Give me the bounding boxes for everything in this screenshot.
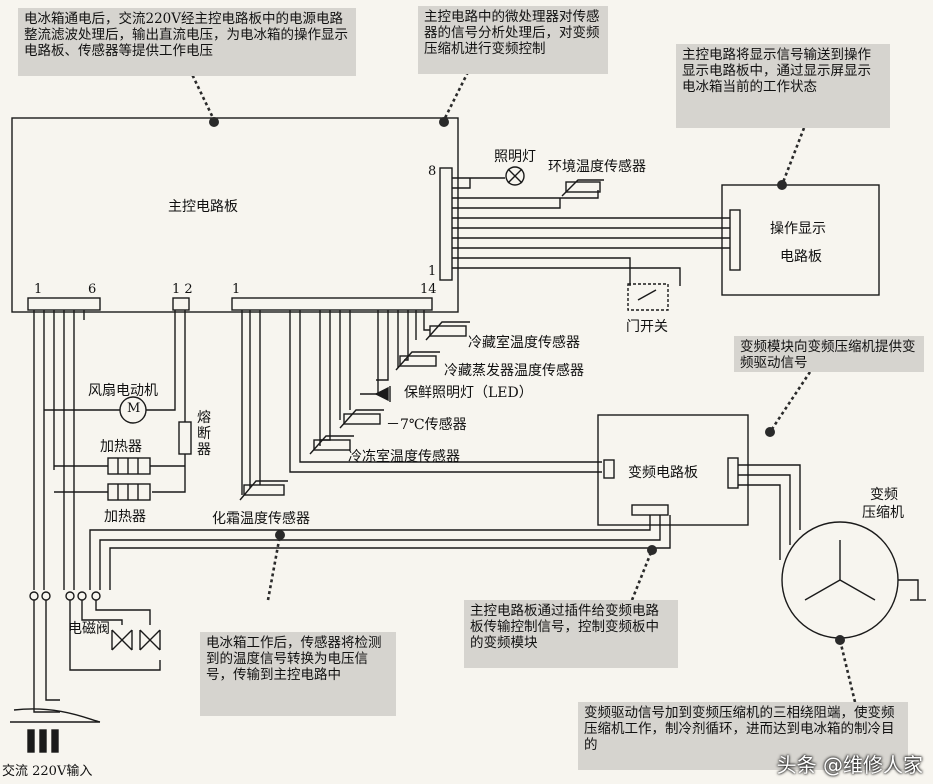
fuse-label: 熔断器 xyxy=(197,410,211,458)
pin-14: 14 xyxy=(420,282,437,297)
freezer-sensor-label: 冷冻室温度传感器 xyxy=(348,449,460,465)
defrost-sensor-icon xyxy=(243,484,285,496)
evap-sensor-icon xyxy=(399,355,437,367)
fridge-sensor-label: 冷藏室温度传感器 xyxy=(468,335,580,351)
solenoid-label: 电磁阀 xyxy=(68,621,110,637)
lamp-label: 照明灯 xyxy=(494,149,536,165)
inverter-left-connector xyxy=(603,459,615,479)
main-right-connector xyxy=(439,167,453,281)
pin-6: 6 xyxy=(88,282,97,297)
inverter-bottom-connector xyxy=(631,504,669,516)
note-compressor: 变频驱动信号加到变频压缩机的三相绕阻端，使变频压缩机工作，制冷剂循环，进而达到电… xyxy=(578,702,908,770)
note-control: 主控电路板通过插件给变频电路板传输控制信号，控制变频板中的变频模块 xyxy=(464,600,678,668)
display-board-connector xyxy=(729,209,741,271)
inverter-board-label: 变频电路板 xyxy=(628,465,698,481)
inverter-board-outline xyxy=(597,414,749,526)
heater-2 xyxy=(107,483,151,501)
inverter-right-connector xyxy=(727,457,739,489)
main-sensor-connector xyxy=(231,297,433,311)
minus7-sensor-icon xyxy=(343,413,381,425)
note-power: 电冰箱通电后，交流220V经主控电路板中的电源电路整流滤波处理后，输出直流电压，… xyxy=(18,8,356,76)
main-board-label: 主控电路板 xyxy=(168,199,238,215)
main-fuse-connector xyxy=(172,297,190,311)
pin-1-mid: 1 xyxy=(232,282,241,297)
note-sensor: 电冰箱工作后，传感器将检测到的温度信号转换为电压信号，传输到主控电路中 xyxy=(200,632,396,716)
ambient-sensor-icon xyxy=(565,181,601,193)
lamp-icon xyxy=(505,166,525,186)
display-board-outline xyxy=(721,184,880,296)
note-mcu: 主控电路中的微处理器对传感器的信号分析处理后，对变频压缩机进行变频控制 xyxy=(418,6,608,74)
note-display: 主控电路将显示信号输送到操作显示电路板中，通过显示屏显示电冰箱当前的工作状态 xyxy=(676,44,890,128)
display-board-label-2: 电路板 xyxy=(780,249,822,265)
fan-motor-icon xyxy=(119,396,147,424)
fuse-body xyxy=(178,421,192,455)
motor-symbol: M xyxy=(127,401,141,416)
main-board-outline xyxy=(11,117,459,313)
led-label: 保鲜照明灯（LED） xyxy=(404,385,533,401)
watermark: 头条 @维修人家 xyxy=(776,753,923,777)
freezer-sensor-icon xyxy=(313,439,351,451)
fridge-sensor-icon xyxy=(429,325,467,337)
note-inverter-drive: 变频模块向变频压缩机提供变频驱动信号 xyxy=(734,336,924,372)
pin-8: 8 xyxy=(428,164,437,179)
fan-motor-label: 风扇电动机 xyxy=(88,383,158,399)
ac-input-label: 交流 220V输入 xyxy=(2,764,93,779)
pin-1-right: 1 xyxy=(428,264,437,279)
main-left-connector xyxy=(27,297,101,311)
ambient-sensor-label: 环境温度传感器 xyxy=(548,159,646,175)
pin-1-2: 1 2 xyxy=(172,282,193,297)
compressor-label-2: 压缩机 xyxy=(862,505,904,521)
minus7-sensor-label: －7℃传感器 xyxy=(386,417,467,433)
heater-label-1: 加热器 xyxy=(100,439,142,455)
heater-1 xyxy=(107,457,151,475)
door-switch-label: 门开关 xyxy=(626,319,668,335)
evap-sensor-label: 冷藏蒸发器温度传感器 xyxy=(444,363,584,379)
compressor-label-1: 变频 xyxy=(870,487,898,503)
door-switch-box xyxy=(627,283,669,311)
defrost-sensor-label: 化霜温度传感器 xyxy=(212,511,310,527)
display-board-label-1: 操作显示 xyxy=(770,221,826,237)
pin-1-left: 1 xyxy=(34,282,43,297)
heater-label-2: 加热器 xyxy=(104,509,146,525)
